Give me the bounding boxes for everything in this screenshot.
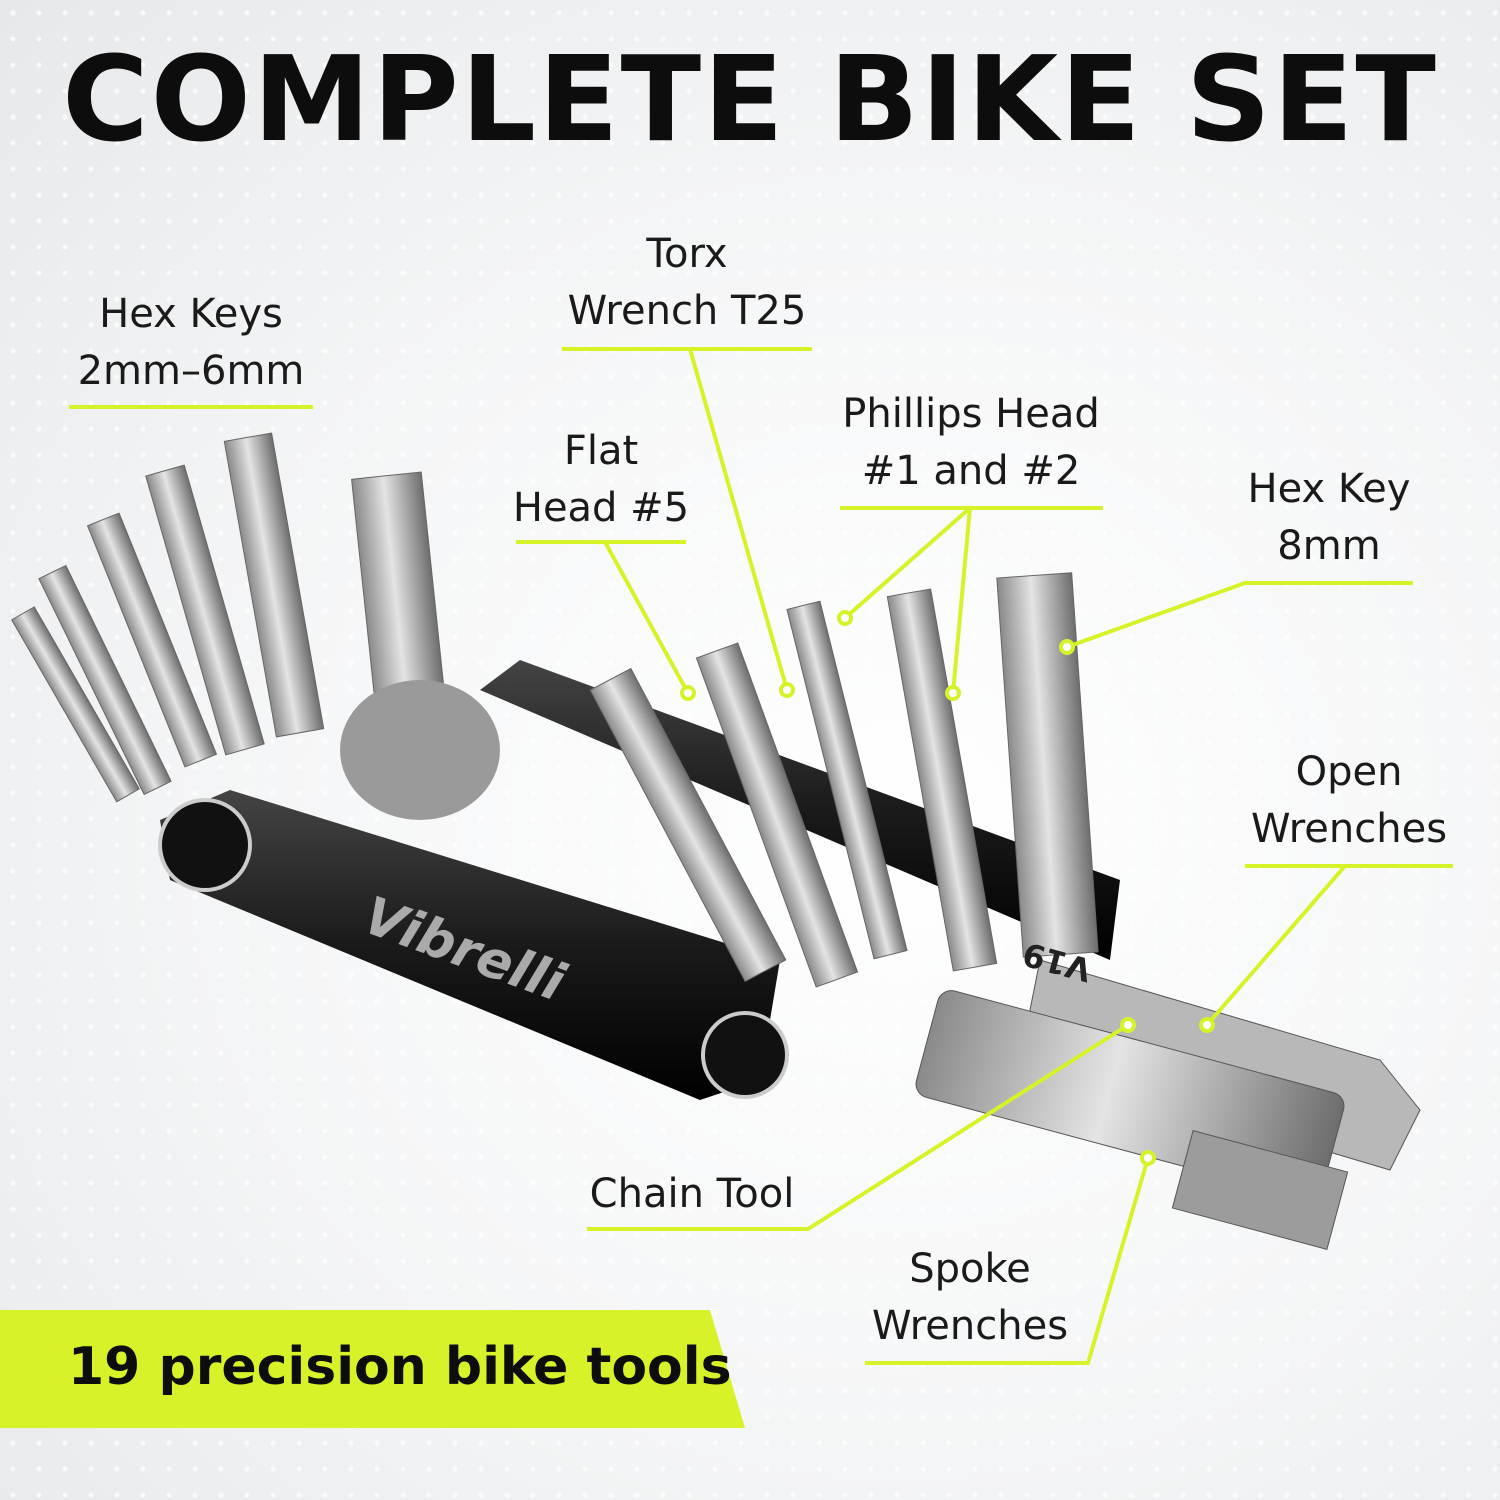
hex-pivot: [340, 680, 500, 820]
bolt-left: [158, 798, 252, 892]
page-title: COMPLETE BIKE SET: [62, 30, 1438, 168]
label-line: Torx: [646, 231, 728, 277]
leader-lines: [69, 347, 1453, 1365]
banner-text: 19 precision bike tools: [68, 1337, 732, 1397]
label-line: Flat: [563, 428, 639, 474]
label-line: #1 and #2: [861, 448, 1081, 494]
spoke-wrench: [1171, 1130, 1349, 1250]
label-chain-tool: Chain Tool: [542, 1166, 842, 1223]
label-line: Spoke: [909, 1246, 1031, 1292]
label-line: Hex Keys: [99, 291, 283, 337]
label-line: Head #5: [512, 485, 690, 531]
body-plate-front: [160, 790, 780, 1100]
bolt-bottom: [701, 1011, 789, 1099]
label-torx: Torx Wrench T25: [537, 226, 837, 340]
label-phillips: Phillips Head #1 and #2: [821, 386, 1121, 500]
label-line: Open: [1295, 749, 1403, 795]
label-line: Hex Key: [1247, 466, 1411, 512]
bits: [589, 572, 1099, 988]
label-open-wrenches: Open Wrenches: [1199, 744, 1499, 858]
label-line: Phillips Head: [842, 391, 1100, 437]
leader-dots: [680, 610, 1215, 1166]
label-line: Wrench T25: [567, 288, 807, 334]
feature-banner: [0, 1310, 745, 1428]
hex-keys: [11, 432, 449, 803]
label-line: Wrenches: [1250, 806, 1448, 852]
label-spoke-wrenches: Spoke Wrenches: [820, 1241, 1120, 1355]
label-flat-head: Flat Head #5: [451, 423, 751, 537]
label-line: 8mm: [1277, 523, 1381, 569]
label-line: 2mm–6mm: [77, 348, 305, 394]
label-hex-key-8: Hex Key 8mm: [1179, 461, 1479, 575]
label-line: Wrenches: [871, 1303, 1069, 1349]
label-hex-keys: Hex Keys 2mm–6mm: [41, 286, 341, 400]
label-line: Chain Tool: [589, 1171, 795, 1217]
